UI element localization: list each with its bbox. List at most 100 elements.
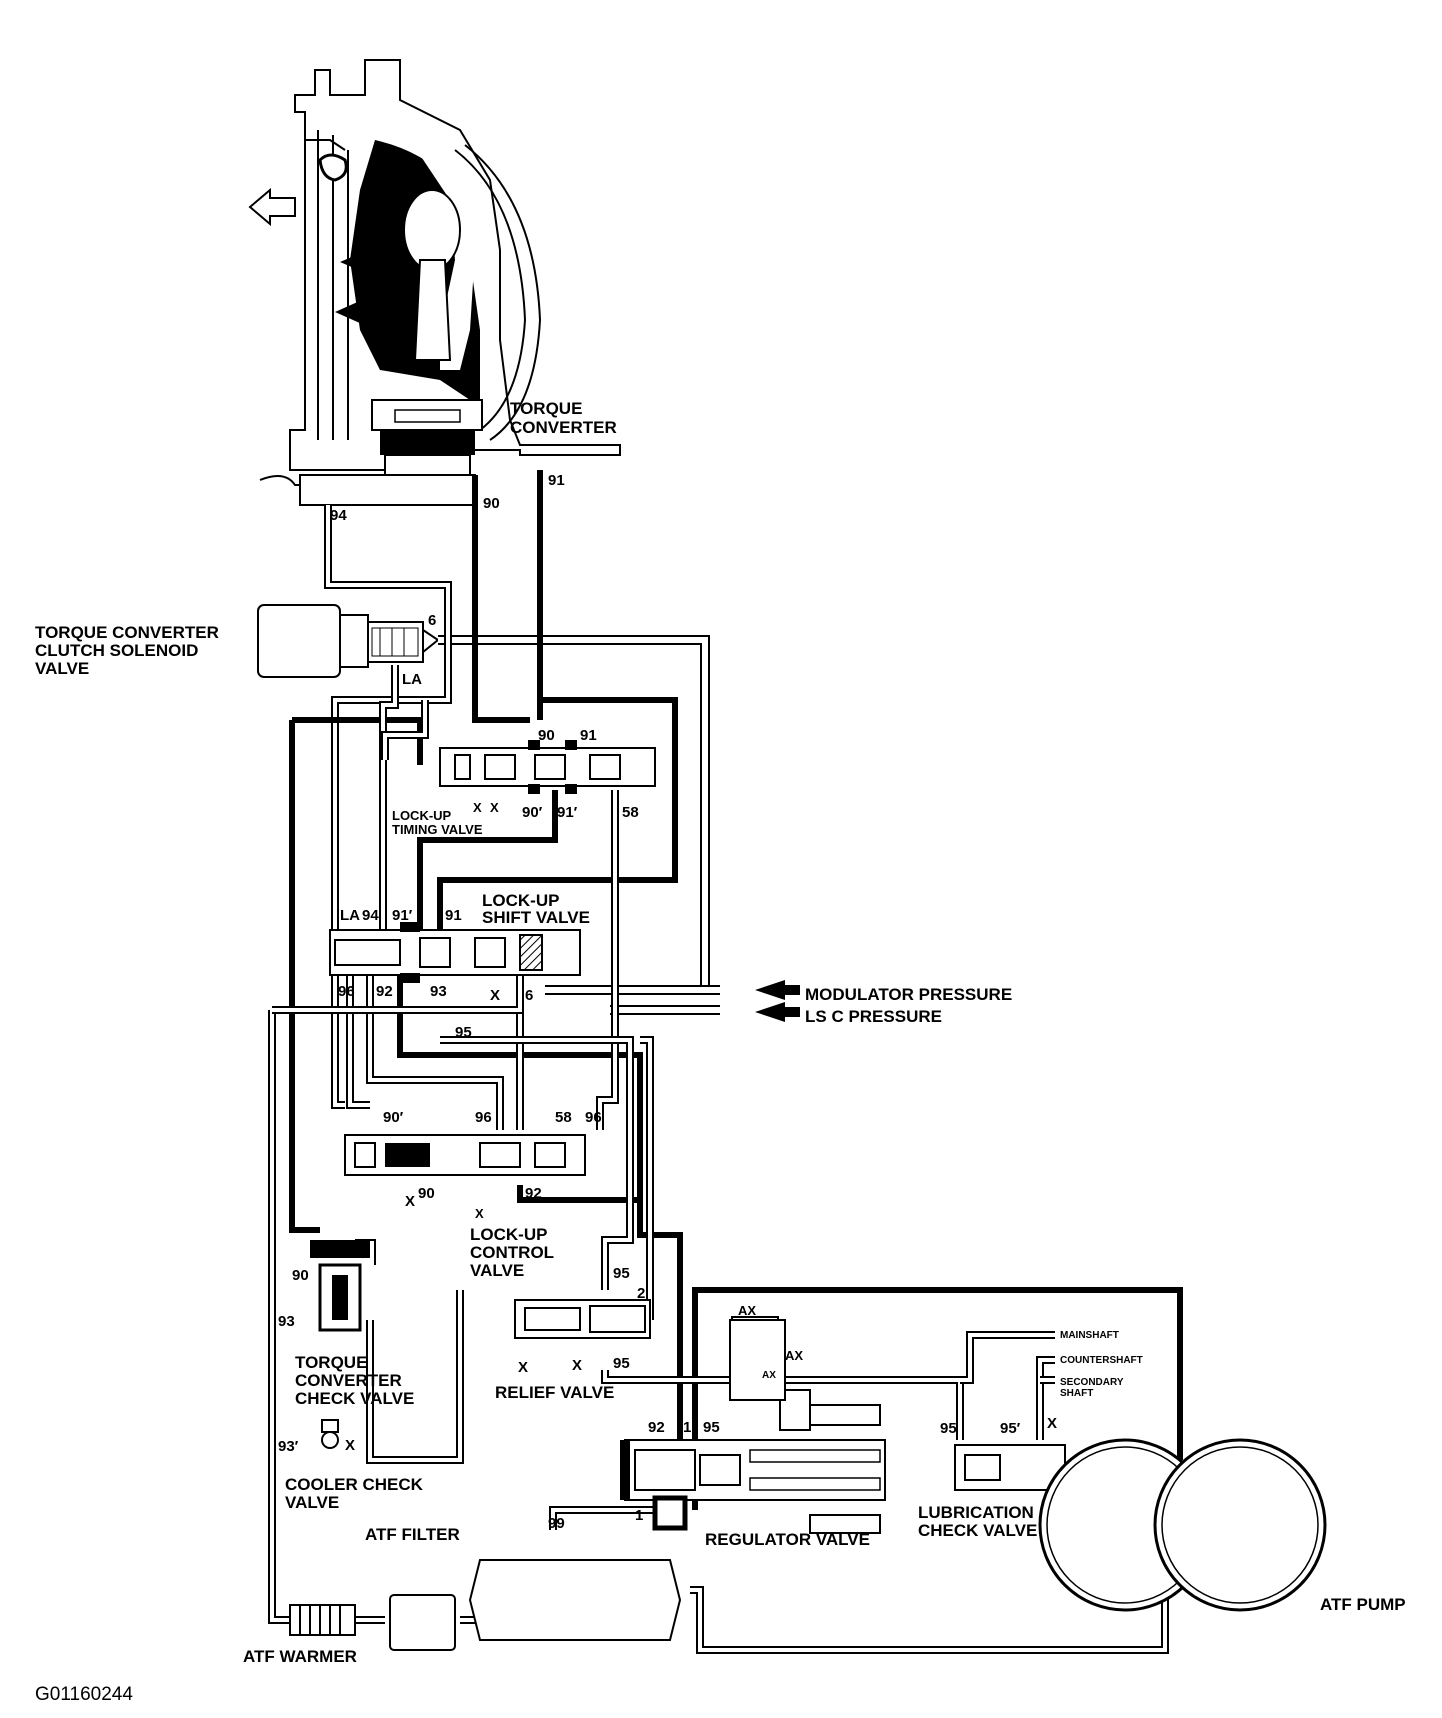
port-91-shift: 91	[445, 907, 462, 924]
port-1b-regulator: 1	[635, 1507, 643, 1524]
tc-check-label-2: CONVERTER	[295, 1371, 402, 1390]
lockup-shift-valve	[329, 922, 581, 983]
port-95p-lube: 95′	[1000, 1420, 1021, 1437]
port-ax-side: AX	[785, 1348, 803, 1363]
port-96-shift: 96	[338, 983, 355, 1000]
port-90-check: 90	[292, 1267, 309, 1284]
figure-id: G01160244	[35, 1684, 133, 1705]
port-90p-timing: 90′	[522, 804, 543, 821]
port-x-shift: X	[490, 987, 500, 1004]
port-96-control: 96	[475, 1109, 492, 1126]
port-x-lube: X	[1047, 1415, 1057, 1432]
atf-strainer	[468, 1559, 682, 1641]
port-90-control: 90	[418, 1185, 435, 1202]
port-1-regulator: 1	[683, 1419, 691, 1436]
secondary-shaft-label-1: SECONDARY	[1060, 1377, 1124, 1388]
port-92-shift: 92	[376, 983, 393, 1000]
port-93p-check: 93′	[278, 1438, 299, 1455]
lsc-arrow-icon	[755, 1002, 800, 1022]
torque-converter-label-2: CONVERTER	[510, 418, 617, 437]
port-94-shift: 94	[362, 907, 379, 924]
port-6-solenoid: 6	[428, 612, 436, 629]
lockup-control-label-2: CONTROL	[470, 1243, 554, 1262]
atf-pump	[1038, 1438, 1327, 1612]
port-x2-timing: X	[490, 800, 499, 815]
port-58-control: 58	[555, 1109, 572, 1126]
port-ax-top: AX	[738, 1303, 756, 1318]
port-58-timing: 58	[622, 804, 639, 821]
port-x1-relief: X	[518, 1359, 528, 1376]
port-95-shift: 95	[455, 1024, 472, 1041]
lsc-pressure-label: LS C PRESSURE	[805, 1007, 942, 1026]
lockup-control-label-3: VALVE	[470, 1261, 524, 1280]
port-93-check: 93	[278, 1313, 295, 1330]
tc-check-label-3: CHECK VALVE	[295, 1389, 414, 1408]
modulator-pressure-label: MODULATOR PRESSURE	[805, 985, 1012, 1004]
regulator-valve	[620, 1319, 886, 1534]
port-90-timing: 90	[538, 727, 555, 744]
tcc-solenoid-label-2: CLUTCH SOLENOID	[35, 641, 198, 660]
port-2-relief: 2	[637, 1285, 645, 1302]
modulator-arrow-icon	[755, 980, 800, 1000]
cooler-check-label-2: VALVE	[285, 1493, 339, 1512]
tcc-solenoid-label-3: VALVE	[35, 659, 89, 678]
countershaft-label: COUNTERSHAFT	[1060, 1355, 1143, 1366]
tcc-solenoid-valve	[257, 604, 440, 678]
port-90p-control: 90′	[383, 1109, 404, 1126]
lockup-shift-label-2: SHIFT VALVE	[482, 908, 590, 927]
lockup-timing-label-1: LOCK-UP	[392, 808, 452, 823]
port-93-shift: 93	[430, 983, 447, 1000]
port-92-regulator: 92	[648, 1419, 665, 1436]
port-95-relief: 95	[613, 1265, 630, 1282]
port-91p-timing: 91′	[557, 804, 578, 821]
regulator-valve-label: REGULATOR VALVE	[705, 1530, 870, 1549]
cooler-check-valve	[321, 1419, 339, 1449]
port-90-top: 90	[483, 495, 500, 512]
port-la-shift: LA	[340, 907, 360, 924]
lockup-shift-label-1: LOCK-UP	[482, 891, 559, 910]
tcc-solenoid-label-1: TORQUE CONVERTER	[35, 623, 219, 642]
port-la-solenoid: LA	[402, 671, 422, 688]
atf-warmer-label: ATF WARMER	[243, 1647, 357, 1666]
lubrication-check-valve	[954, 1444, 1066, 1491]
torque-converter	[248, 59, 621, 506]
port-99: 99	[548, 1515, 565, 1532]
fluid-lines	[268, 470, 1183, 1654]
port-95b-relief: 95	[613, 1355, 630, 1372]
torque-converter-label-1: TORQUE	[510, 399, 582, 418]
port-95-regulator: 95	[703, 1419, 720, 1436]
port-x2-control: X	[475, 1206, 484, 1221]
atf-filter-label: ATF FILTER	[365, 1525, 460, 1544]
port-94-top: 94	[330, 507, 347, 524]
port-x-check: X	[345, 1437, 355, 1454]
atf-warmer	[289, 1604, 356, 1636]
lockup-timing-valve	[439, 740, 656, 794]
secondary-shaft-label-2: SHAFT	[1060, 1388, 1093, 1399]
port-6-shift: 6	[525, 987, 533, 1004]
relief-valve-label: RELIEF VALVE	[495, 1383, 614, 1402]
port-91-top: 91	[548, 472, 565, 489]
atf-pump-label: ATF PUMP	[1320, 1595, 1406, 1614]
port-ax-low: AX	[762, 1370, 776, 1381]
relief-valve	[514, 1299, 651, 1339]
port-96b-control: 96	[585, 1109, 602, 1126]
lockup-timing-label-2: TIMING VALVE	[392, 822, 483, 837]
lubrication-check-label-2: CHECK VALVE	[918, 1521, 1037, 1540]
lubrication-check-label-1: LUBRICATION	[918, 1503, 1034, 1522]
tc-check-valve	[310, 1239, 376, 1332]
port-x2-relief: X	[572, 1357, 582, 1374]
mainshaft-label: MAINSHAFT	[1060, 1330, 1119, 1341]
port-91p-shift: 91′	[392, 907, 413, 924]
lockup-control-valve	[344, 1134, 586, 1176]
port-x1-timing: X	[473, 800, 482, 815]
tc-check-label-1: TORQUE	[295, 1353, 367, 1372]
port-numbers: 91 94 90 6 LA 90 91 X X 90′ 91′ 58 LA 94…	[278, 472, 1057, 1532]
port-95-lube: 95	[940, 1420, 957, 1437]
lockup-control-label-1: LOCK-UP	[470, 1225, 547, 1244]
component-labels: TORQUE CONVERTER TORQUE CONVERTER CLUTCH…	[35, 399, 1406, 1705]
cooler-check-label-1: COOLER CHECK	[285, 1475, 424, 1494]
port-x-control: X	[405, 1193, 415, 1210]
port-92-control: 92	[525, 1185, 542, 1202]
port-91-timing: 91	[580, 727, 597, 744]
